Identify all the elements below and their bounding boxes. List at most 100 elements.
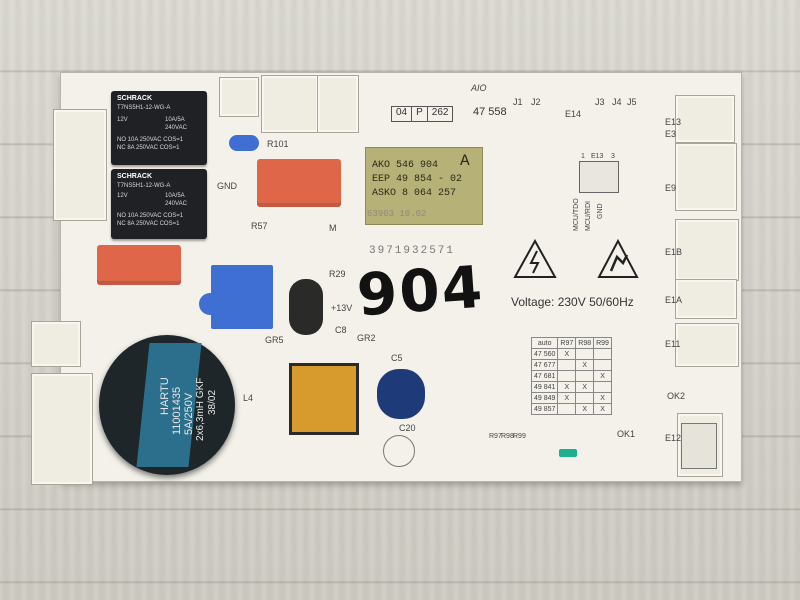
sticker-line3: ASKO 8 064 257 — [372, 188, 457, 199]
silk-c8: C8 — [335, 325, 347, 335]
relay-2-rating-3: 240VAC — [165, 201, 187, 207]
auto-cell: 47 677 — [530, 359, 559, 371]
green-led — [559, 449, 577, 457]
relay-2-rating-5: NC 8A 250VAC COS=1 — [117, 221, 180, 227]
esd-warning-icon — [597, 238, 639, 279]
silk-j5: J5 — [627, 97, 637, 107]
relay-2-rating-4: NO 10A 250VAC COS=1 — [117, 213, 184, 219]
auto-header-cell: R99 — [593, 337, 612, 349]
top-connector-3 — [317, 75, 359, 133]
relay-2-brand: SCHRACK — [117, 173, 152, 180]
auto-table-row: 47 677 X — [530, 359, 612, 371]
right-connector-2 — [675, 143, 737, 211]
silk-mcu-tdo: MCU/TDO — [573, 198, 580, 231]
relay-1: SCHRACK T7NS5H1-12-WG-A 12V 10A/5A 240VA… — [111, 91, 207, 165]
auto-cell: X — [575, 359, 595, 371]
choke-text-2: 11001435 — [171, 386, 183, 435]
right-connector-4 — [675, 279, 737, 319]
silk-j1: J1 — [513, 97, 523, 107]
choke-text-4: 2x6,3mH GKF — [195, 377, 206, 441]
auto-cell: X — [593, 403, 612, 415]
silk-l4: L4 — [243, 393, 254, 403]
silk-e11: E11 — [665, 339, 681, 349]
auto-cell — [593, 381, 612, 393]
relay-1-rating-3: 240VAC — [165, 125, 187, 131]
voltage-text: Voltage: 230V 50/60Hz — [511, 295, 634, 309]
capacitor-c20-outline — [383, 435, 415, 467]
auto-cell: 49 841 — [530, 381, 559, 393]
left-connector-3 — [31, 373, 93, 485]
label-sticker: AKO 546 904 A EEP 49 854 - 02 ASKO 8 064… — [365, 147, 483, 225]
silk-e9: E9 — [665, 183, 677, 193]
mcu-pin-3: 3 — [611, 153, 615, 160]
relay-1-rating-2: 10A/5A — [165, 117, 185, 123]
orange-relay-2 — [97, 245, 181, 285]
silk-13v: M — [329, 223, 337, 233]
capacitor-c5 — [377, 369, 425, 419]
auto-cell: X — [593, 370, 612, 382]
auto-cell — [593, 348, 612, 360]
silk-ok2: OK2 — [667, 391, 686, 401]
left-connector-2 — [31, 321, 81, 367]
silk-gr2: GR2 — [357, 333, 376, 343]
blue-capacitor-3 — [199, 293, 221, 315]
auto-cell — [557, 359, 577, 371]
mcu-pin-e13: E13 — [591, 153, 604, 160]
relay-2-model: T7NS5H1-12-WG-A — [117, 183, 171, 189]
auto-cell: X — [593, 392, 612, 404]
relay-2-rating-1: 12V — [117, 193, 128, 199]
silk-r29: R29 — [329, 269, 346, 279]
sticker-line4: 63903 10.02 — [367, 209, 427, 219]
auto-cell — [593, 359, 612, 371]
auto-cell — [575, 392, 595, 404]
choke-text-5: 38/02 — [207, 389, 218, 415]
silk-gnd: +13V — [331, 303, 353, 313]
auto-cell: X — [575, 381, 595, 393]
silk-j2: J2 — [531, 97, 541, 107]
blue-capacitor-1 — [229, 135, 259, 151]
handwritten-number: 904 — [354, 252, 487, 330]
right-connector-5 — [675, 323, 739, 367]
silk-e3: E3 — [665, 129, 677, 139]
silk-e1b: E1B — [665, 247, 683, 257]
silk-r99: R99 — [513, 433, 526, 440]
silk-r101: R101 — [267, 139, 289, 149]
auto-header-cell: R97 — [557, 337, 577, 349]
auto-header-cell: auto — [530, 337, 559, 349]
silk-e12: E12 — [665, 433, 682, 443]
part-cell-1: 04 — [392, 107, 413, 121]
orange-relay-1 — [257, 159, 341, 207]
auto-cell: X — [575, 403, 595, 415]
pcb-board: AIO J1 J2 E14 J3 J4 J5 04 P 262 47 558 A… — [31, 72, 742, 485]
silk-r57: R57 — [251, 221, 268, 231]
capacitor-c8 — [289, 279, 323, 335]
silk-r98: R98 — [501, 433, 514, 440]
high-voltage-warning-icon — [513, 238, 557, 279]
silk-m: GND — [217, 181, 237, 191]
relay-2: SCHRACK T7NS5H1-12-WG-A 12V 10A/5A 240VA… — [111, 169, 207, 239]
silk-gr5: GR5 — [265, 335, 284, 345]
auto-cell — [557, 403, 577, 415]
auto-header-cell: R98 — [575, 337, 595, 349]
part-cell-3: 262 — [431, 107, 449, 118]
auto-cell — [557, 370, 577, 382]
mcu-pin-1: 1 — [581, 153, 585, 160]
silk-e1a: E1A — [665, 295, 683, 305]
sticker-line1: AKO 546 904 — [372, 160, 439, 171]
sticker-line1-right: A — [460, 152, 470, 170]
silk-j3: J3 — [595, 97, 605, 107]
silk-e14: E14 — [565, 109, 582, 119]
relay-1-rating-1: 12V — [117, 117, 128, 123]
small-transformer — [289, 363, 359, 435]
mcu-connector — [579, 161, 619, 193]
auto-cell: 49 849 — [530, 392, 559, 404]
auto-table-header: auto R97 R98 R99 — [530, 337, 612, 349]
silk-mcu-rdi: MCU/RDI — [585, 201, 592, 231]
right-connector-3 — [675, 219, 739, 281]
filter-choke: HARTU 11001435 5A/250V 2x6,3mH GKF 38/02 — [99, 335, 235, 475]
silk-aio: AIO — [471, 83, 487, 93]
